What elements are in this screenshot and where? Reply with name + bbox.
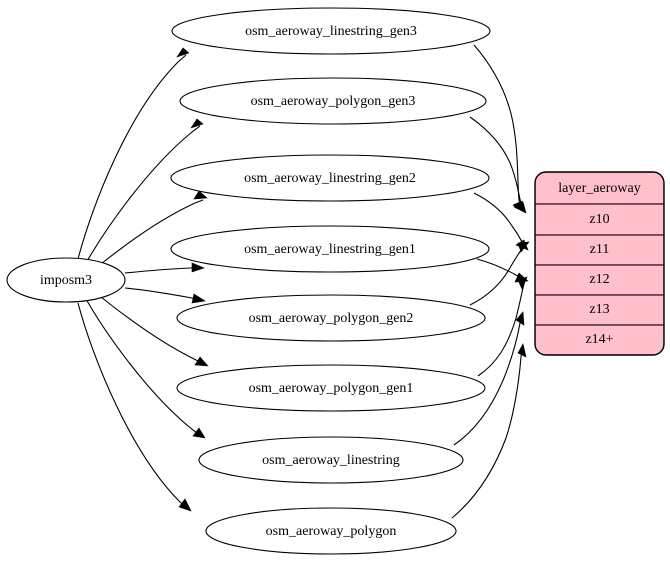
table-header-label: layer_aeroway (558, 181, 640, 196)
edge-imposm3-to-linestring-gen3 (77, 47, 190, 260)
node-label: osm_aeroway_linestring_gen1 (244, 242, 416, 257)
table-row-z11[interactable] (535, 234, 664, 266)
table-row-label-z14plus: z14+ (585, 332, 613, 347)
node-label: osm_aeroway_polygon_gen3 (251, 94, 416, 109)
edge-imposm3-to-polygon-gen2 (124, 287, 206, 304)
edge-imposm3-to-polygon (77, 302, 192, 512)
node-osm-aeroway-polygon-gen1[interactable]: osm_aeroway_polygon_gen1 (176, 364, 486, 412)
edge-imposm3-to-linestring-gen2 (100, 190, 208, 265)
node-imposm3-label: imposm3 (40, 273, 92, 288)
node-osm-aeroway-linestring-gen1[interactable]: osm_aeroway_linestring_gen1 (170, 225, 490, 273)
edge-imposm3-to-polygon-gen1 (100, 296, 209, 367)
table-row-z13[interactable] (535, 294, 664, 326)
table-border (534, 171, 665, 356)
table-row-z10[interactable] (535, 203, 664, 236)
node-osm-aeroway-polygon-gen2[interactable]: osm_aeroway_polygon_gen2 (176, 294, 486, 342)
edges-tables-to-layer (451, 44, 530, 519)
table-row-label-z11: z11 (590, 242, 610, 257)
table-row-label-z10: z10 (589, 212, 609, 227)
edge-linestring-to-z13 (453, 311, 525, 446)
node-label: osm_aeroway_polygon (266, 524, 397, 539)
table-row-label-z13: z13 (589, 302, 609, 317)
node-osm-aeroway-polygon[interactable]: osm_aeroway_polygon (205, 507, 457, 555)
node-imposm3[interactable]: imposm3 (6, 257, 126, 303)
node-label: osm_aeroway_linestring_gen2 (244, 171, 416, 186)
node-osm-aeroway-linestring-gen3[interactable]: osm_aeroway_linestring_gen3 (171, 7, 491, 55)
edge-imposm3-to-linestring (85, 298, 206, 439)
node-label: osm_aeroway_linestring_gen3 (245, 24, 417, 39)
node-osm-aeroway-polygon-gen3[interactable]: osm_aeroway_polygon_gen3 (179, 77, 487, 125)
edge-polygon-gen2-to-z11 (469, 241, 530, 306)
node-layer-aeroway[interactable]: layer_aeroway z10 z11 z12 z13 z14+ (534, 171, 665, 356)
edge-linestring-gen3-to-z10 (473, 44, 525, 213)
table-row-z12[interactable] (535, 264, 664, 296)
table-row-label-z12: z12 (589, 272, 609, 287)
edge-imposm3-to-polygon-gen3 (85, 118, 204, 264)
edge-imposm3-to-linestring-gen1 (124, 262, 205, 274)
node-osm-aeroway-linestring[interactable]: osm_aeroway_linestring (198, 436, 464, 484)
node-label: osm_aeroway_polygon_gen2 (249, 311, 414, 326)
table-row-z14plus[interactable] (535, 324, 664, 355)
node-label: osm_aeroway_polygon_gen1 (249, 381, 414, 396)
edge-polygon-to-z14 (451, 343, 527, 519)
edge-polygon-gen3-to-z10 (469, 116, 527, 214)
node-label: osm_aeroway_linestring (262, 453, 400, 468)
edge-polygon-gen1-to-z12 (477, 276, 528, 377)
node-osm-aeroway-linestring-gen2[interactable]: osm_aeroway_linestring_gen2 (170, 154, 490, 202)
edges-source-to-tables (77, 47, 209, 512)
